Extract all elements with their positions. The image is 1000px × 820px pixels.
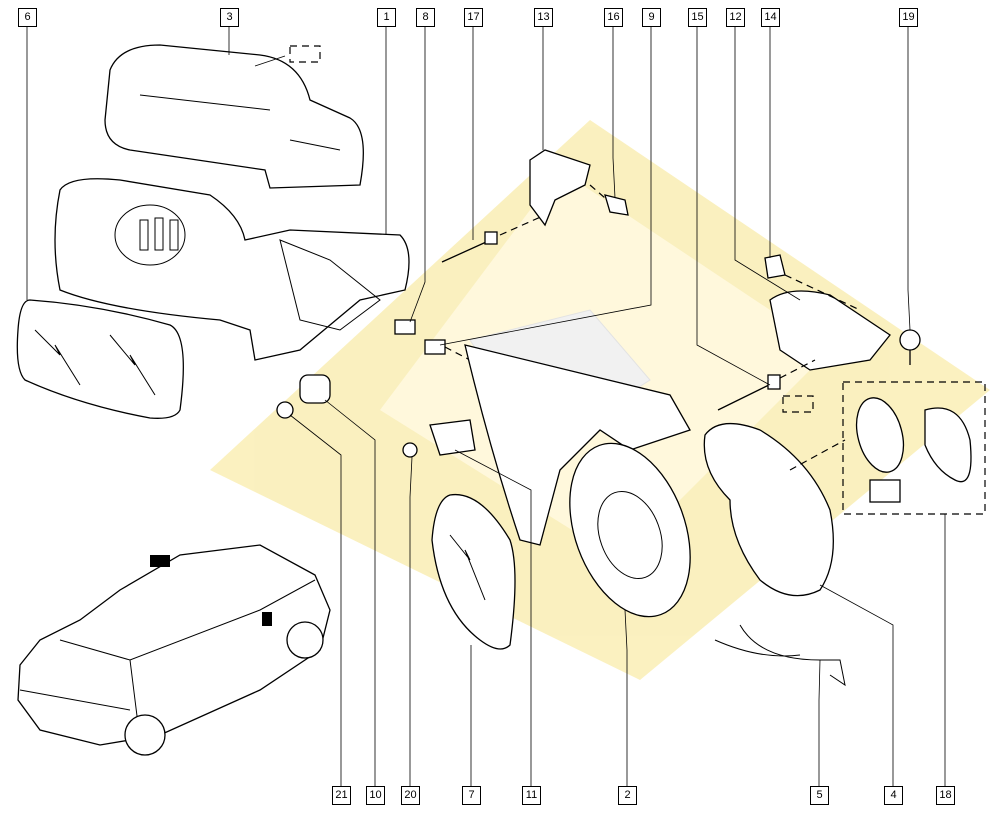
part-8-screw [394,319,416,335]
part-3-cover [104,44,364,189]
leader-line-5 [818,659,821,786]
leader-line-20 [409,456,413,786]
leader-line-8 [409,27,426,323]
part-4-cover [703,423,834,597]
callout-8: 8 [416,8,435,27]
callout-20: 20 [401,786,420,805]
part-12-bracket [769,290,891,371]
callout-21: 21 [332,786,351,805]
leader-line-15 [696,27,771,386]
leader-line-2 [624,609,628,786]
part-5-wire [714,624,846,687]
part-9-screw [424,339,446,355]
part-20-seal [402,442,418,458]
leader-line-21 [289,414,342,786]
part-10-motor [299,374,331,404]
part-16-clip [604,194,629,216]
callout-6: 6 [18,8,37,27]
callout-12: 12 [726,8,745,27]
callout-16: 16 [604,8,623,27]
callout-4: 4 [884,786,903,805]
part-11-connector [429,419,476,456]
part-6-glass [16,299,184,419]
callout-14: 14 [761,8,780,27]
part-2-actuator [569,442,691,618]
callout-17: 17 [464,8,483,27]
callout-15: 15 [688,8,707,27]
callout-5: 5 [810,786,829,805]
callout-2: 2 [618,786,637,805]
leader-line-11 [454,449,532,786]
leader-line-19 [907,27,911,331]
callout-19: 19 [899,8,918,27]
callout-9: 9 [642,8,661,27]
part-1-housing [54,178,410,361]
leader-line-10 [324,399,376,786]
leader-line-9 [439,27,652,346]
callout-3: 3 [220,8,239,27]
callout-18: 18 [936,786,955,805]
part-18-group-box [842,381,986,515]
leader-lines [26,27,946,786]
callout-10: 10 [366,786,385,805]
part-frame [464,344,691,546]
part-13-bracket [529,149,591,227]
callout-13: 13 [534,8,553,27]
leader-line-4 [819,584,894,786]
callout-1: 1 [377,8,396,27]
car-location-illustration [17,544,331,756]
leader-line-16 [612,27,616,199]
leader-line-12 [734,27,801,301]
part-21-seal [276,401,294,419]
callout-11: 11 [522,786,541,805]
part-15-rivet [717,381,776,411]
callout-7: 7 [462,786,481,805]
